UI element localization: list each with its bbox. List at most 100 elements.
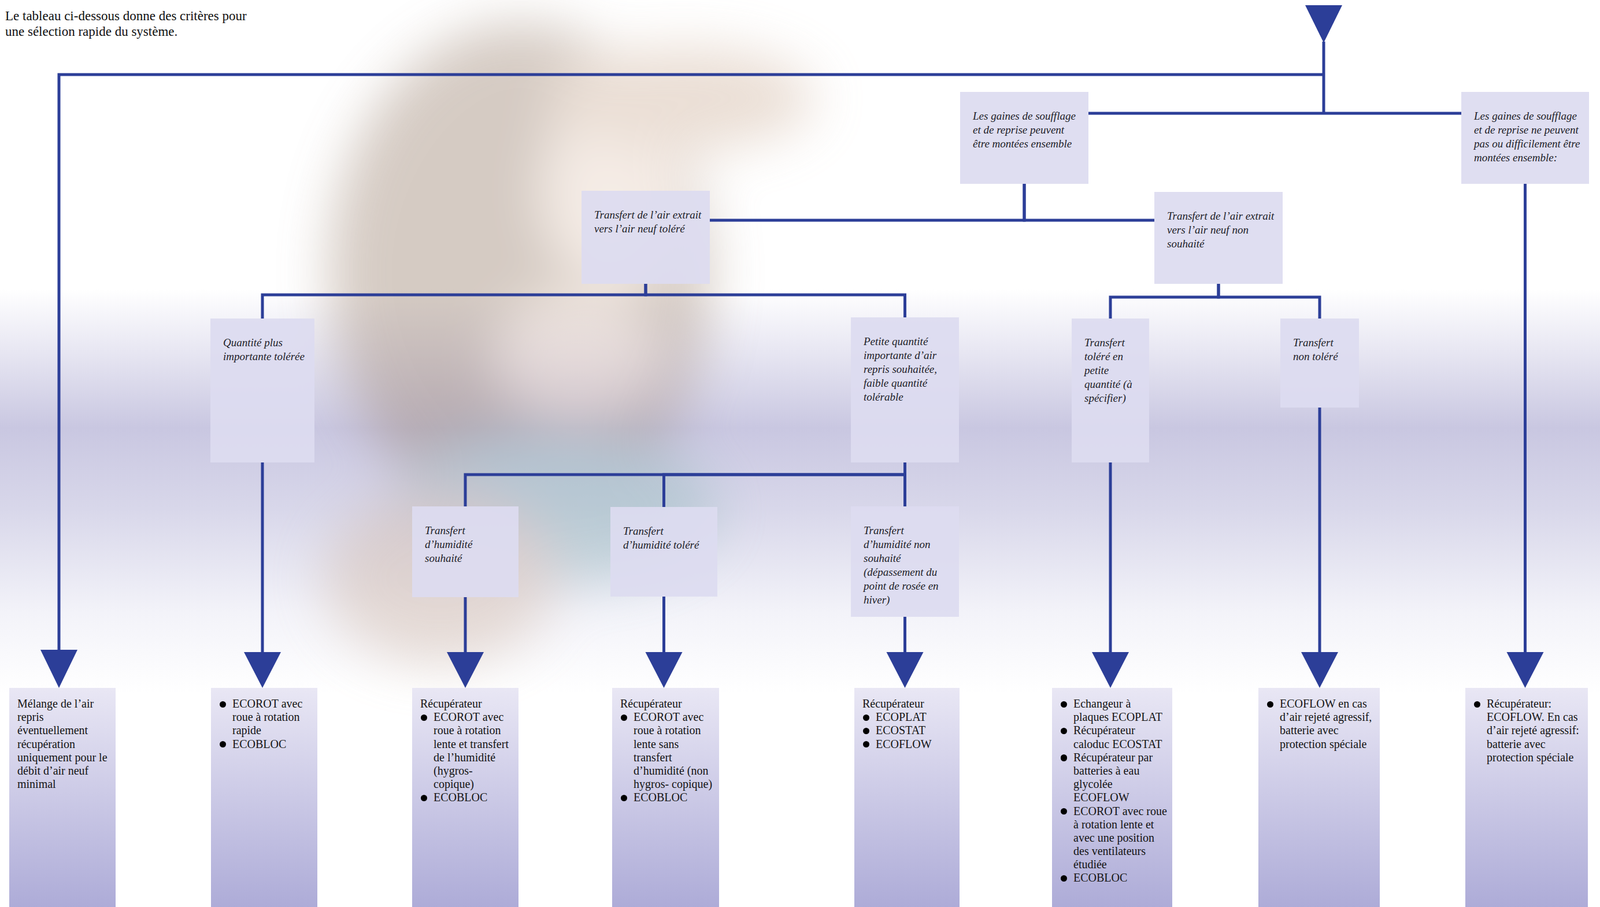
text-column: Les gaines de soufflage et de reprise ne… bbox=[1473, 109, 1581, 165]
connector bbox=[243, 462, 281, 688]
box-text: ECOBLOC bbox=[433, 790, 514, 805]
connector bbox=[904, 462, 906, 507]
arrowhead bbox=[645, 652, 683, 688]
bullet-dot bbox=[1060, 875, 1068, 882]
box-text: Récupérateur par batteries à eau glycolé… bbox=[1073, 750, 1168, 805]
bullet-dot bbox=[863, 727, 870, 735]
text-column: Transfert de l’air extrait vers l’air ne… bbox=[594, 208, 702, 236]
text-column: ECOROT avec roue à rotation rapideECOBLO… bbox=[219, 697, 313, 751]
box-text: Transfert toléré en petite quantité (à s… bbox=[1084, 335, 1142, 406]
bullet-dot bbox=[1267, 701, 1274, 708]
criterion-box: Transfert toléré en petite quantité (à s… bbox=[1071, 318, 1150, 463]
box-text: ECOROT avec roue à rotation rapide bbox=[232, 697, 313, 738]
arrowhead bbox=[40, 649, 78, 688]
note-text: Le tableau ci-dessous donne des critères… bbox=[5, 8, 269, 40]
bullet-item: ECOROT avec roue à rotation rapide bbox=[219, 697, 313, 738]
box-text: Récupérateur bbox=[620, 697, 715, 711]
text-column: Transfert toléré en petite quantité (à s… bbox=[1084, 335, 1142, 406]
connector-line bbox=[709, 183, 1025, 221]
result-box: ECOROT avec roue à rotation rapideECOBLO… bbox=[210, 687, 318, 907]
text-column: Echangeur à plaques ECOPLATRécupérateur … bbox=[1060, 697, 1168, 885]
connector-line bbox=[664, 462, 906, 507]
connector-line bbox=[464, 597, 468, 653]
text-column: Transfert d’humidité souhaité bbox=[424, 523, 511, 566]
box-text: ECOFLOW en cas d’air rejeté agressif, ba… bbox=[1279, 697, 1376, 751]
box-text: ECOROT avec roue à rotation lente sans t… bbox=[633, 710, 715, 791]
text-column: Transfert non toléré bbox=[1293, 335, 1351, 364]
text-column: RécupérateurECOPLATECOSTATECOFLOW bbox=[862, 697, 955, 751]
box-text: Transfert d’humidité toléré bbox=[623, 524, 710, 553]
box-text: ECOSTAT bbox=[875, 723, 955, 737]
criterion-box: Quantité plus importante tolérée bbox=[210, 318, 315, 463]
connector-line bbox=[1218, 283, 1320, 319]
connector-line bbox=[645, 283, 906, 318]
blurred-figure bbox=[323, 23, 816, 665]
box-text: ECOROT avec roue à rotation lente et tra… bbox=[433, 710, 514, 791]
connector bbox=[645, 283, 906, 318]
text-column: RécupérateurECOROT avec roue à rotation … bbox=[620, 697, 715, 805]
criterion-box: Transfert d’humidité souhaité bbox=[412, 506, 519, 598]
criterion-box: Transfert de l’air extrait vers l’air ne… bbox=[1154, 191, 1283, 284]
result-box: RécupérateurECOROT avec roue à rotation … bbox=[412, 687, 519, 907]
bullet-item: ECOFLOW bbox=[862, 737, 955, 751]
box-text: ECOBLOC bbox=[1073, 871, 1168, 885]
connector bbox=[1024, 183, 1155, 221]
connector-line bbox=[1110, 283, 1219, 319]
connector-line bbox=[1523, 183, 1527, 653]
criterion-box: Transfert d’humidité non souhaité (dépas… bbox=[850, 506, 959, 617]
box-text: ECOFLOW bbox=[875, 737, 955, 751]
bullet-dot bbox=[420, 714, 428, 721]
connector bbox=[664, 462, 906, 507]
result-box: Récupérateur: ECOFLOW. En cas d’air reje… bbox=[1465, 687, 1588, 907]
box-text: Echangeur à plaques ECOPLAT bbox=[1073, 697, 1168, 724]
result-box: ECOFLOW en cas d’air rejeté agressif, ba… bbox=[1258, 687, 1380, 907]
bullet-item: Récupérateur: ECOFLOW. En cas d’air reje… bbox=[1473, 697, 1584, 765]
box-text: Transfert de l’air extrait vers l’air ne… bbox=[1167, 209, 1275, 251]
text-column: Petite quantité importante d’air repris … bbox=[863, 334, 951, 405]
result-box: Echangeur à plaques ECOPLATRécupérateur … bbox=[1052, 687, 1173, 907]
connector bbox=[465, 462, 906, 507]
criterion-box: Les gaines de soufflage et de reprise pe… bbox=[960, 91, 1089, 184]
result-box: RécupérateurECOPLATECOSTATECOFLOW bbox=[854, 687, 960, 907]
result-box: RécupérateurECOROT avec roue à rotation … bbox=[612, 687, 720, 907]
box-text: ECOBLOC bbox=[232, 737, 313, 751]
text-column: ECOFLOW en cas d’air rejeté agressif, ba… bbox=[1266, 697, 1376, 751]
criterion-box: Les gaines de soufflage et de reprise ne… bbox=[1461, 91, 1590, 184]
box-text: Petite quantité importante d’air repris … bbox=[863, 334, 951, 405]
bullet-item: ECOBLOC bbox=[620, 790, 715, 805]
bullet-dot bbox=[1060, 727, 1068, 735]
connector-line bbox=[903, 616, 907, 653]
connector-line bbox=[662, 596, 666, 653]
connector-line bbox=[903, 462, 907, 507]
connector-line bbox=[261, 462, 265, 653]
bullet-dot bbox=[219, 741, 227, 748]
text-column: RécupérateurECOROT avec roue à rotation … bbox=[420, 697, 514, 805]
bullet-item: ECOFLOW en cas d’air rejeté agressif, ba… bbox=[1266, 697, 1376, 751]
branch-line bbox=[58, 41, 1462, 651]
bullet-item: ECOROT avec roue à rotation lente sans t… bbox=[620, 710, 715, 791]
box-text: Mélange de l’air repris éventuellement r… bbox=[17, 697, 111, 791]
connector-line bbox=[465, 462, 906, 507]
box-text: Récupérateur: ECOFLOW. En cas d’air reje… bbox=[1486, 697, 1584, 765]
bullet-item: Echangeur à plaques ECOPLAT bbox=[1060, 697, 1168, 724]
box-text: Transfert non toléré bbox=[1293, 335, 1351, 364]
arrowhead bbox=[446, 652, 484, 688]
text-column: Transfert d’humidité toléré bbox=[623, 524, 710, 553]
box-text: ECOBLOC bbox=[633, 790, 715, 805]
text-column: Les gaines de soufflage et de reprise pe… bbox=[972, 109, 1081, 151]
arrowhead bbox=[1506, 652, 1544, 688]
connector bbox=[262, 283, 646, 319]
box-text: Les gaines de soufflage et de reprise pe… bbox=[972, 109, 1081, 151]
bullet-item: Récupérateur caloduc ECOSTAT bbox=[1060, 723, 1168, 751]
bullet-item: ECOROT avec roue à rotation lente et tra… bbox=[420, 710, 514, 791]
box-text: ECOROT avec roue à rotation lente et ave… bbox=[1073, 804, 1168, 872]
connector bbox=[886, 616, 924, 688]
connector bbox=[1506, 183, 1544, 688]
arrowhead bbox=[243, 652, 281, 688]
box-text: Récupérateur caloduc ECOSTAT bbox=[1073, 723, 1168, 751]
connector bbox=[645, 596, 683, 688]
connector bbox=[709, 183, 1025, 221]
criterion-box: Transfert non toléré bbox=[1280, 318, 1359, 408]
connector bbox=[1218, 283, 1320, 319]
